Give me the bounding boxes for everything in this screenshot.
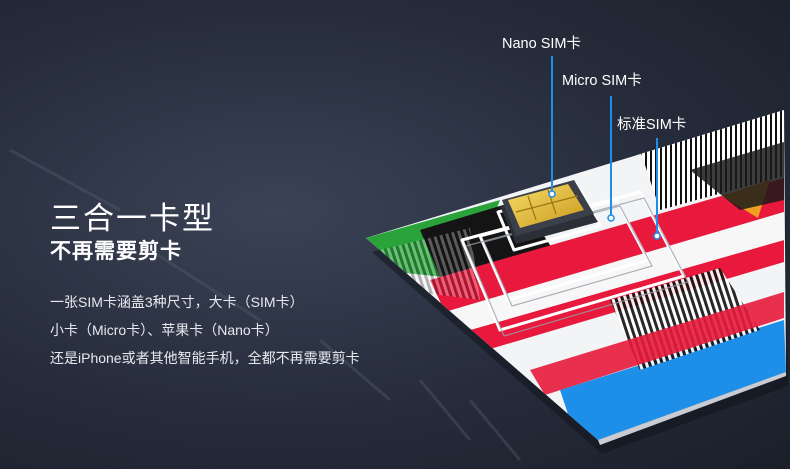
sim-card	[366, 110, 786, 445]
card-red-band	[430, 178, 784, 312]
card-blue-band	[560, 320, 786, 440]
gold-chip	[508, 184, 584, 228]
description-line: 还是iPhone或者其他智能手机，全都不再需要剪卡	[50, 350, 360, 366]
leader-dot-standard	[653, 232, 661, 240]
subheadline: 不再需要剪卡	[50, 240, 182, 263]
description: 一张SIM卡涵盖3种尺寸，大卡（SIM卡） 小卡（Micro卡）、苹果卡（Nan…	[50, 288, 360, 372]
callout-micro-sim: Micro SIM卡	[562, 73, 642, 89]
headline: 三合一卡型	[50, 201, 215, 236]
callout-leaders	[551, 56, 658, 234]
leader-dot-nano	[548, 190, 556, 198]
callout-standard-sim: 标准SIM卡	[617, 117, 687, 133]
callout-nano-sim: Nano SIM卡	[502, 36, 581, 52]
description-line: 一张SIM卡涵盖3种尺寸，大卡（SIM卡）	[50, 294, 304, 310]
nano-sim-piece	[500, 180, 598, 244]
description-line: 小卡（Micro卡）、苹果卡（Nano卡）	[50, 322, 279, 338]
background-watermark	[9, 148, 522, 461]
leader-dot-micro	[607, 214, 615, 222]
